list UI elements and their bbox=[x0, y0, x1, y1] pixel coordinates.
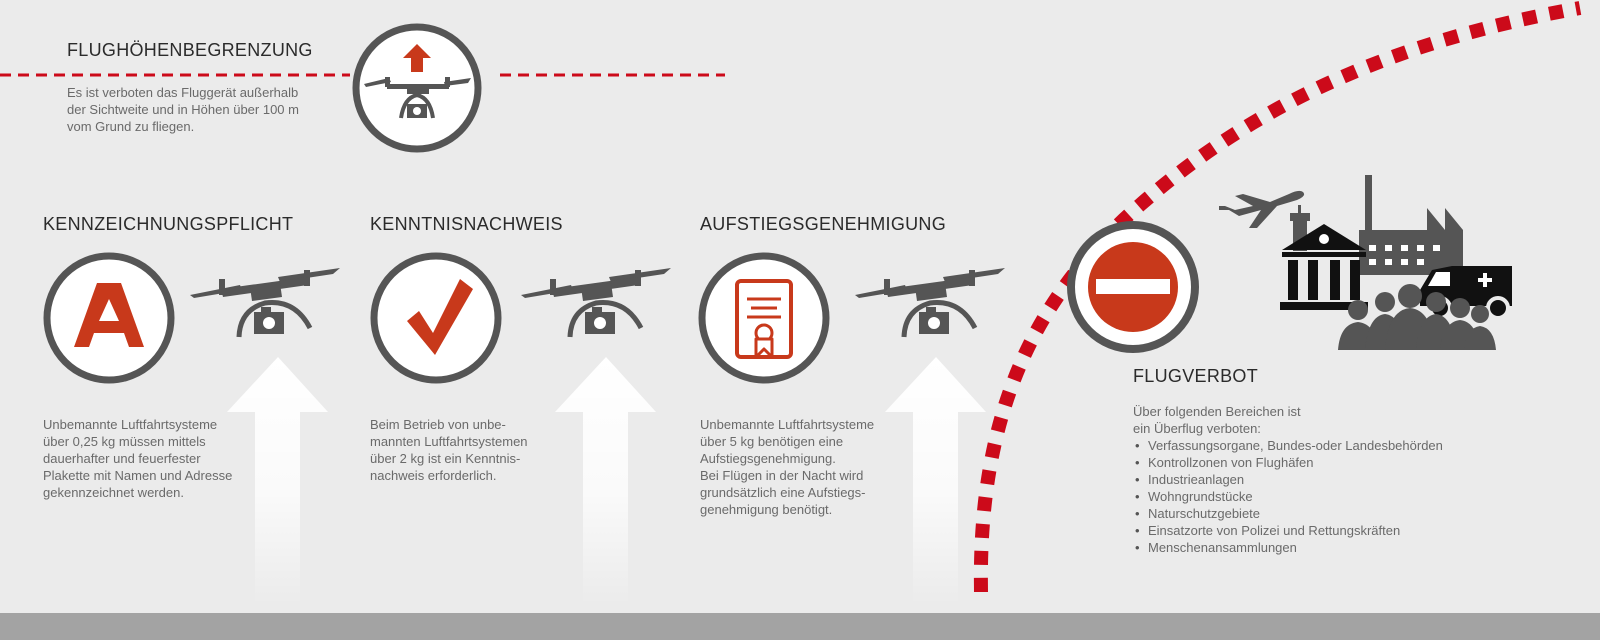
letter-a-icon bbox=[43, 252, 175, 384]
section-text-kennzeichnungspflicht: Unbemannte Luftfahrtsysteme über 0,25 kg… bbox=[43, 417, 233, 500]
section-title-aufstiegsgenehmigung: AUFSTIEGSGENEHMIGUNG bbox=[700, 214, 947, 234]
section-text-kenntnisnachweis: Beim Betrieb von unbe- mannten Luftfahrt… bbox=[370, 417, 528, 483]
checkmark-icon bbox=[370, 252, 502, 384]
height-limit-title: FLUGHÖHENBEGRENZUNG bbox=[67, 40, 313, 60]
government-building-icon bbox=[1280, 224, 1368, 310]
no-fly-list-item: Naturschutzgebiete bbox=[1133, 505, 1443, 522]
no-fly-list-item: Verfassungsorgane, Bundes-oder Landesbeh… bbox=[1133, 437, 1443, 454]
no-fly-list-item: Kontrollzonen von Flughäfen bbox=[1133, 454, 1443, 471]
no-fly-list-item: Einsatzorte von Polizei und Rettungskräf… bbox=[1133, 522, 1443, 539]
section-title-kenntnisnachweis: KENNTNISNACHWEIS bbox=[370, 214, 563, 234]
no-entry-icon bbox=[1067, 221, 1199, 353]
section-title-kennzeichnungspflicht: KENNZEICHNUNGSPFLICHT bbox=[43, 214, 294, 234]
airplane-icon bbox=[1219, 190, 1305, 228]
factory-icon bbox=[1359, 175, 1463, 275]
no-fly-list-item: Wohngrundstücke bbox=[1133, 488, 1443, 505]
crowd-icon bbox=[1338, 284, 1496, 350]
section-text-aufstiegsgenehmigung: Unbemannte Luftfahrtsysteme über 5 kg be… bbox=[700, 417, 875, 517]
drone-icon bbox=[521, 268, 671, 338]
drone-icon bbox=[855, 268, 1005, 338]
drone-up-arrow-icon bbox=[352, 23, 482, 153]
no-fly-intro: Über folgenden Bereichen ist ein Überflu… bbox=[1133, 404, 1301, 436]
height-limit-text: Es ist verboten das Fluggerät außerhalb … bbox=[67, 85, 299, 134]
no-fly-list-item: Menschenansammlungen bbox=[1133, 539, 1443, 556]
no-fly-list: Verfassungsorgane, Bundes-oder Landesbeh… bbox=[1133, 437, 1443, 556]
certificate-icon bbox=[698, 252, 830, 384]
no-fly-title: FLUGVERBOT bbox=[1133, 366, 1259, 386]
ground-bar bbox=[0, 613, 1600, 640]
no-fly-list-item: Industrieanlagen bbox=[1133, 471, 1443, 488]
drone-icon bbox=[190, 268, 340, 338]
